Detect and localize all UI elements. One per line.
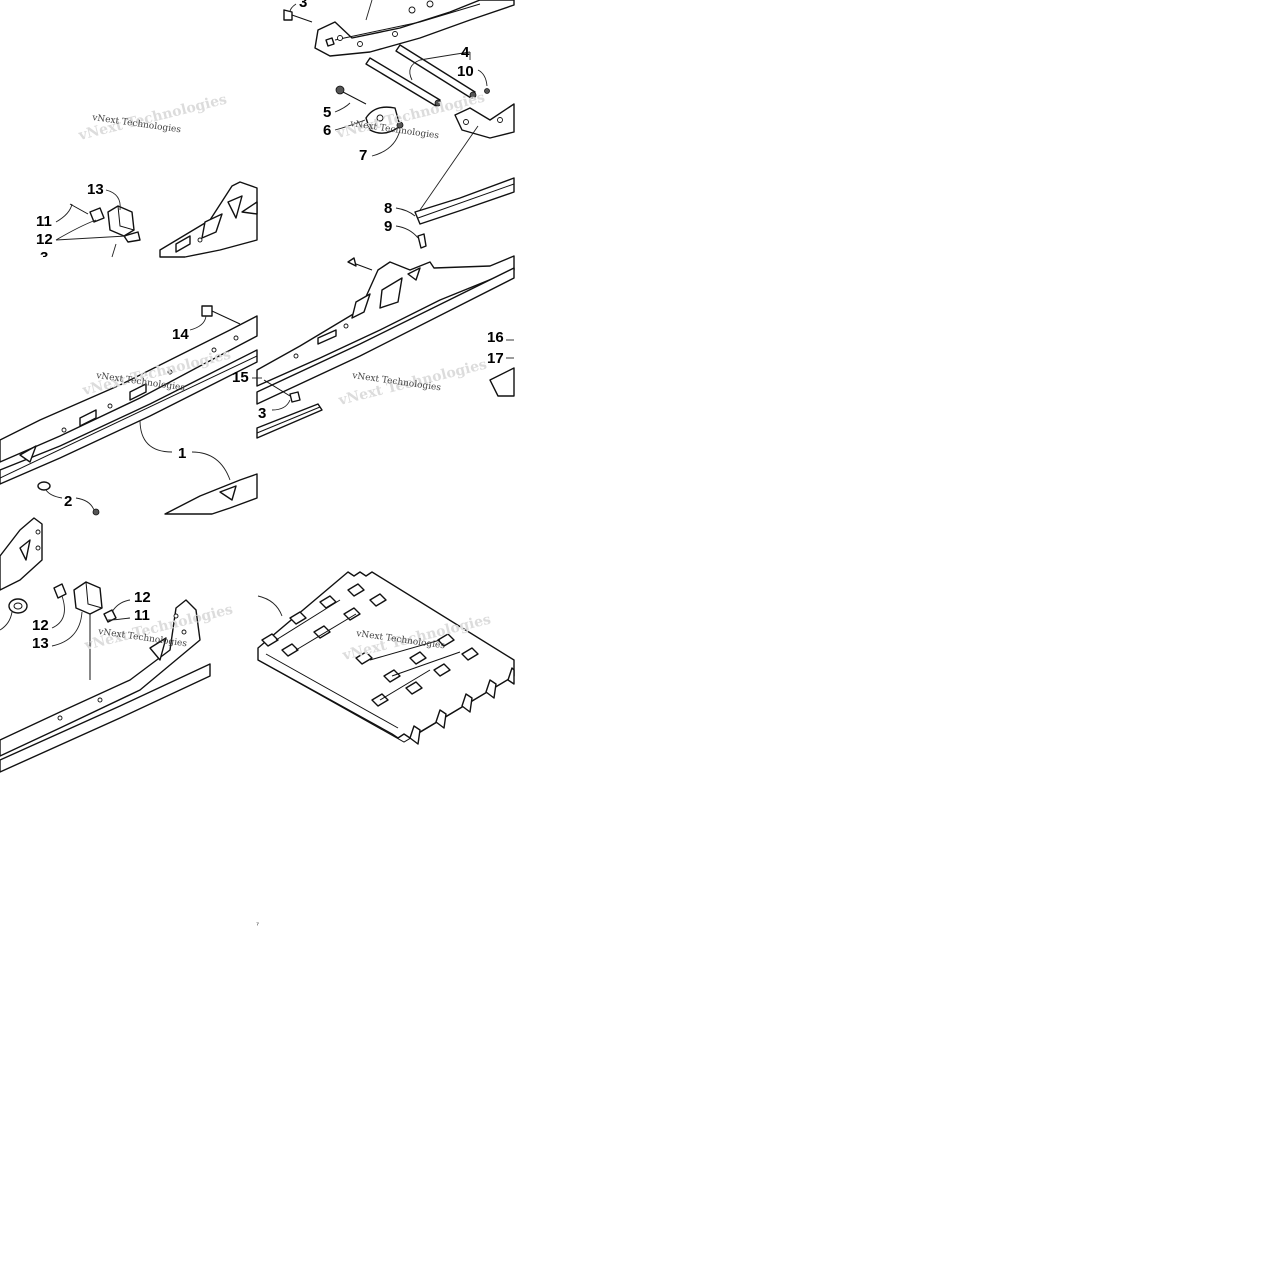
tile-rail-stopper-bottom: 12 11 12 13 vNext Technologies vNext Tec… — [0, 517, 235, 773]
stopper-block — [69, 203, 141, 243]
leaders-bottom-left — [0, 595, 131, 647]
washer-2 — [37, 481, 100, 516]
watermark-3: vNext Technologies vNext Technologies — [80, 347, 232, 400]
callout-6: 6 — [323, 122, 331, 139]
callout-12-left: 12 — [32, 617, 49, 634]
callout-12: 12 — [36, 231, 53, 248]
drive-track — [257, 571, 515, 745]
tile-front-stopper: 13 11 12 3 vNext Technologies vNext Tech… — [36, 92, 258, 266]
callout-3: 3 — [299, 0, 307, 11]
shock-rods — [365, 44, 490, 107]
callout-16: 16 — [487, 329, 504, 346]
leaders-top-left — [55, 189, 127, 258]
callout-9: 9 — [384, 218, 392, 235]
slide-rail-bottom — [0, 517, 211, 773]
leaders-mid-right — [252, 339, 514, 411]
callout-1: 1 — [178, 445, 186, 462]
callout-10: 10 — [457, 63, 474, 80]
callout-12-bottom: 12 — [134, 589, 151, 606]
bushing — [8, 598, 28, 614]
callout-11: 11 — [36, 213, 52, 230]
watermark-2: vNext Technologies vNext Technologies — [76, 92, 228, 145]
bolt-5 — [335, 85, 367, 105]
leaders-mid-left — [45, 315, 231, 511]
callout-14: 14 — [172, 326, 189, 343]
slide-rail-lower — [454, 103, 515, 139]
screw-9 — [417, 233, 427, 249]
bolt-14 — [201, 305, 241, 325]
wear-strip — [414, 177, 515, 225]
rail-fragment — [159, 181, 258, 258]
track-lugs — [409, 667, 515, 745]
rail-lower-fragment — [164, 473, 258, 515]
tile-drive-track: vNext Technologies vNext Technologies — [257, 571, 515, 745]
track-corner — [489, 367, 515, 397]
clip-top — [347, 257, 373, 271]
leaders-top-right — [289, 0, 488, 239]
bumper-block — [365, 106, 404, 134]
callout-3-mid: 3 — [258, 405, 266, 422]
callout-7: 7 — [359, 147, 367, 164]
callout-2: 2 — [64, 493, 72, 510]
bolt-3a — [283, 9, 313, 23]
bolt-3c — [263, 379, 301, 403]
slide-rail-mid — [256, 255, 515, 405]
wear-strip-lower — [256, 403, 323, 439]
callout-8: 8 — [384, 200, 392, 217]
callout-15: 15 — [232, 369, 249, 386]
callout-13-bottom: 13 — [32, 635, 49, 652]
callout-5: 5 — [323, 104, 331, 121]
tile-rear-rail-end: 3 4 10 5 6 7 8 9 vNext Technologies vNex… — [283, 0, 515, 249]
tile-long-rail: 14 1 2 vNext Technologies vNext Technolo… — [0, 305, 258, 516]
slide-rail-top — [314, 0, 515, 57]
track-rods — [275, 599, 461, 701]
slide-rail-long — [0, 315, 258, 485]
callout-13: 13 — [87, 181, 104, 198]
callout-4: 4 — [461, 44, 470, 61]
track-clips — [261, 583, 479, 707]
watermark-4: vNext Technologies vNext Technologies — [336, 357, 488, 410]
callout-11-bottom: 11 — [134, 607, 150, 624]
callout-17: 17 — [487, 350, 504, 367]
callout-3-partial: 3 — [40, 249, 48, 266]
tile-rail-hardware: 15 3 16 17 vNext Technologies vNext Tech… — [232, 255, 515, 439]
stray-mark: ˀ — [256, 921, 259, 930]
stopper-block-bottom — [53, 581, 117, 680]
